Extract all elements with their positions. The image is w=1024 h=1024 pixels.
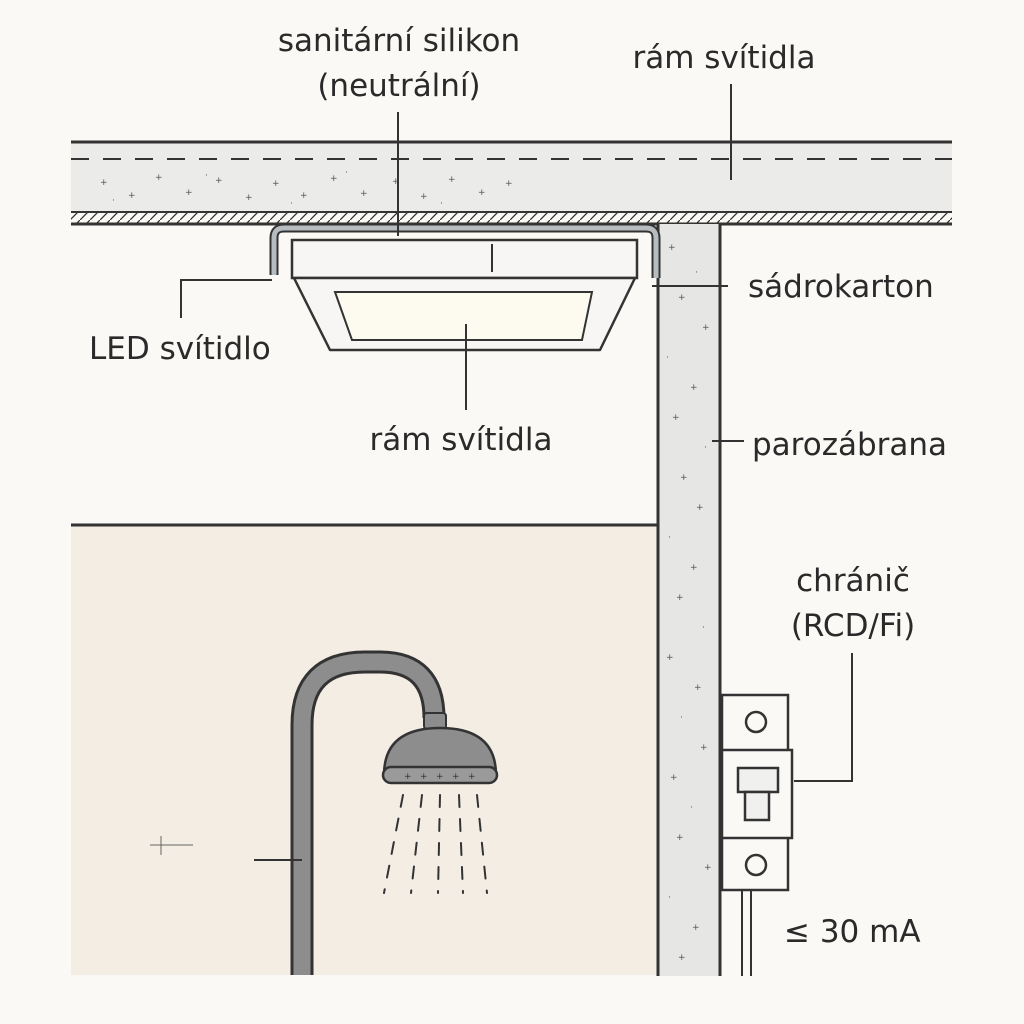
svg-text:·: · xyxy=(345,168,348,178)
svg-text:+: + xyxy=(678,293,686,303)
svg-text:·: · xyxy=(680,713,683,723)
svg-text:+: + xyxy=(128,191,136,201)
shower: + + + + + xyxy=(290,650,499,975)
water-spray xyxy=(383,794,488,894)
svg-text:+: + xyxy=(676,593,684,603)
svg-text:+: + xyxy=(670,773,678,783)
shower-head xyxy=(382,726,498,777)
svg-text:·: · xyxy=(290,199,293,209)
svg-text:+: + xyxy=(272,179,280,189)
svg-text:+: + xyxy=(185,188,193,198)
svg-text:+: + xyxy=(392,177,400,187)
svg-text:·: · xyxy=(112,196,115,206)
svg-text:+: + xyxy=(676,833,684,843)
shower-head-neck xyxy=(423,712,447,730)
svg-text:+: + xyxy=(692,923,700,933)
shower-zone xyxy=(71,525,658,975)
label-rcd-line2: (RCD/Fi) xyxy=(791,608,915,644)
svg-text:+: + xyxy=(680,473,688,483)
svg-text:+: + xyxy=(420,772,428,782)
svg-text:+: + xyxy=(300,191,308,201)
svg-text:+: + xyxy=(666,653,674,663)
ceiling-texture: + + + + + + + + + + + + + + + · · · · · xyxy=(100,168,513,209)
svg-text:+: + xyxy=(215,176,223,186)
label-led-fixture: LED svítidlo xyxy=(89,331,271,367)
svg-text:+: + xyxy=(330,174,338,184)
svg-text:·: · xyxy=(704,443,707,453)
svg-text:+: + xyxy=(702,323,710,333)
svg-text:+: + xyxy=(690,383,698,393)
svg-text:+: + xyxy=(668,243,676,253)
svg-text:+: + xyxy=(436,772,444,782)
rcd-toggle xyxy=(736,766,780,794)
svg-text:·: · xyxy=(205,171,208,181)
label-frame-top: rám svítidla xyxy=(633,40,816,76)
label-silicone-line1: sanitární silikon xyxy=(278,23,520,59)
svg-text:+: + xyxy=(678,953,686,963)
svg-text:+: + xyxy=(505,179,513,189)
ceiling-slab: + + + + + + + + + + + + + + + · · · · · xyxy=(71,140,952,226)
svg-text:·: · xyxy=(690,803,693,813)
svg-text:+: + xyxy=(155,173,163,183)
svg-text:+: + xyxy=(468,772,476,782)
label-frame-bottom: rám svítidla xyxy=(370,422,553,458)
svg-text:·: · xyxy=(666,353,669,363)
led-fixture xyxy=(290,238,639,352)
fixture-light-panel xyxy=(333,291,594,341)
fixture-frame xyxy=(290,238,639,280)
wall-drywall: + · + + · + + · + + · + + · + + · + + · + + · + + xyxy=(656,224,722,976)
svg-text:+: + xyxy=(245,193,253,203)
label-rcd-line1: chránič xyxy=(796,563,910,599)
svg-text:+: + xyxy=(690,563,698,573)
label-silicone-line2: (neutrální) xyxy=(317,68,480,104)
svg-text:+: + xyxy=(696,503,704,513)
rcd-device xyxy=(720,693,794,976)
svg-text:+: + xyxy=(478,188,486,198)
svg-text:+: + xyxy=(448,175,456,185)
svg-text:·: · xyxy=(695,268,698,278)
leader-lines xyxy=(150,84,853,861)
svg-text:+: + xyxy=(360,189,368,199)
label-vapor-barrier: parozábrana xyxy=(752,427,947,463)
label-current: ≤ 30 mA xyxy=(784,914,921,950)
label-drywall: sádrokarton xyxy=(748,269,934,305)
svg-text:+: + xyxy=(404,772,412,782)
svg-text:·: · xyxy=(668,533,671,543)
svg-text:+: + xyxy=(452,772,460,782)
svg-text:·: · xyxy=(668,893,671,903)
svg-text:·: · xyxy=(440,199,443,209)
svg-text:+: + xyxy=(700,743,708,753)
svg-text:+: + xyxy=(704,863,712,873)
svg-text:+: + xyxy=(100,178,108,188)
svg-text:+: + xyxy=(672,413,680,423)
svg-text:+: + xyxy=(420,192,428,202)
svg-text:·: · xyxy=(702,623,705,633)
svg-text:+: + xyxy=(694,683,702,693)
